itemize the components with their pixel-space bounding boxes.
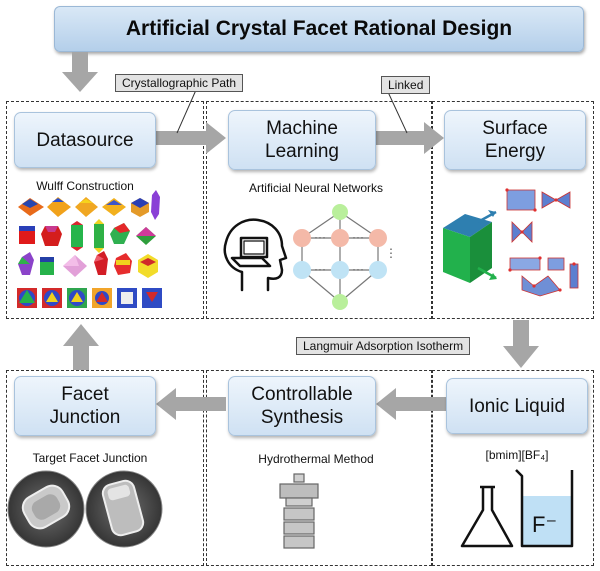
crystal-row-2	[19, 219, 156, 253]
node-datasource: Datasource	[14, 112, 156, 168]
svg-text:···: ···	[352, 230, 364, 244]
arrow-surface-to-ionic	[503, 320, 539, 368]
node-cs-line1: Controllable	[251, 384, 353, 405]
sem-image-1	[8, 471, 84, 547]
linked-tag: Linked	[381, 76, 431, 94]
crystal-row-3	[18, 251, 158, 278]
arrow-datasource-to-ml	[156, 122, 226, 154]
arrow-facet-to-datasource	[63, 324, 99, 370]
svg-text:···: ···	[314, 262, 326, 276]
svg-text:···: ···	[314, 230, 326, 244]
langmuir-tag: Langmuir Adsorption Isotherm	[296, 337, 471, 355]
beaker-icon	[515, 469, 574, 548]
arrow-title-to-datasource	[62, 52, 98, 92]
flask-icon	[460, 487, 514, 548]
crystal-row-4	[17, 288, 162, 308]
node-se-line2: Energy	[484, 141, 546, 162]
panel-controllable-synthesis	[206, 370, 432, 566]
panel-machine-learning	[206, 101, 432, 319]
node-cs-line2: Synthesis	[260, 407, 344, 428]
crystal-cube	[443, 214, 492, 283]
arrow-ml-to-surface	[376, 122, 444, 154]
ionic-formula-caption: [bmim][BF₄]	[485, 448, 549, 462]
node-ml-line2: Learning	[265, 141, 339, 162]
neural-nodes	[293, 204, 387, 310]
head-laptop-icon	[223, 218, 288, 292]
wulff-caption: Wulff Construction	[36, 179, 134, 193]
diagram-title: Artificial Crystal Facet Rational Design	[54, 6, 584, 52]
beaker-liquid	[522, 496, 572, 546]
node-ionic-liquid: Ionic Liquid	[446, 378, 588, 434]
crystallographic-path-tag: Crystallographic Path	[115, 74, 244, 92]
fluoride-label: F⁻	[532, 512, 558, 537]
ellipsis-dots: ··· ··· ··· ··· ⋮	[314, 230, 397, 276]
node-ionic-label: Ionic Liquid	[468, 395, 566, 417]
autoclave-icon	[279, 473, 319, 549]
node-fj-line1: Facet	[61, 384, 109, 405]
crystallographic-leader	[176, 89, 197, 134]
sem-image-2	[86, 471, 162, 547]
panel-facet-junction	[6, 370, 204, 566]
arrow-synthesis-to-facet	[156, 388, 226, 420]
node-ml-line1: Machine	[266, 118, 338, 139]
node-fj-line2: Junction	[49, 407, 121, 428]
ann-caption: Artificial Neural Networks	[248, 181, 384, 195]
svg-text:⋮: ⋮	[385, 246, 397, 260]
crystal-row-1	[18, 190, 160, 220]
linked-leader	[387, 91, 408, 134]
node-se-line1: Surface	[482, 118, 548, 139]
panel-datasource	[6, 101, 204, 319]
panel-surface-energy	[432, 101, 594, 319]
svg-text:···: ···	[352, 262, 364, 276]
target-facet-caption: Target Facet Junction	[32, 451, 148, 465]
panel-ionic-liquid	[432, 370, 594, 566]
node-datasource-label: Datasource	[36, 129, 134, 151]
hydrothermal-caption: Hydrothermal Method	[258, 452, 374, 466]
arrow-ionic-to-synthesis	[376, 388, 446, 420]
